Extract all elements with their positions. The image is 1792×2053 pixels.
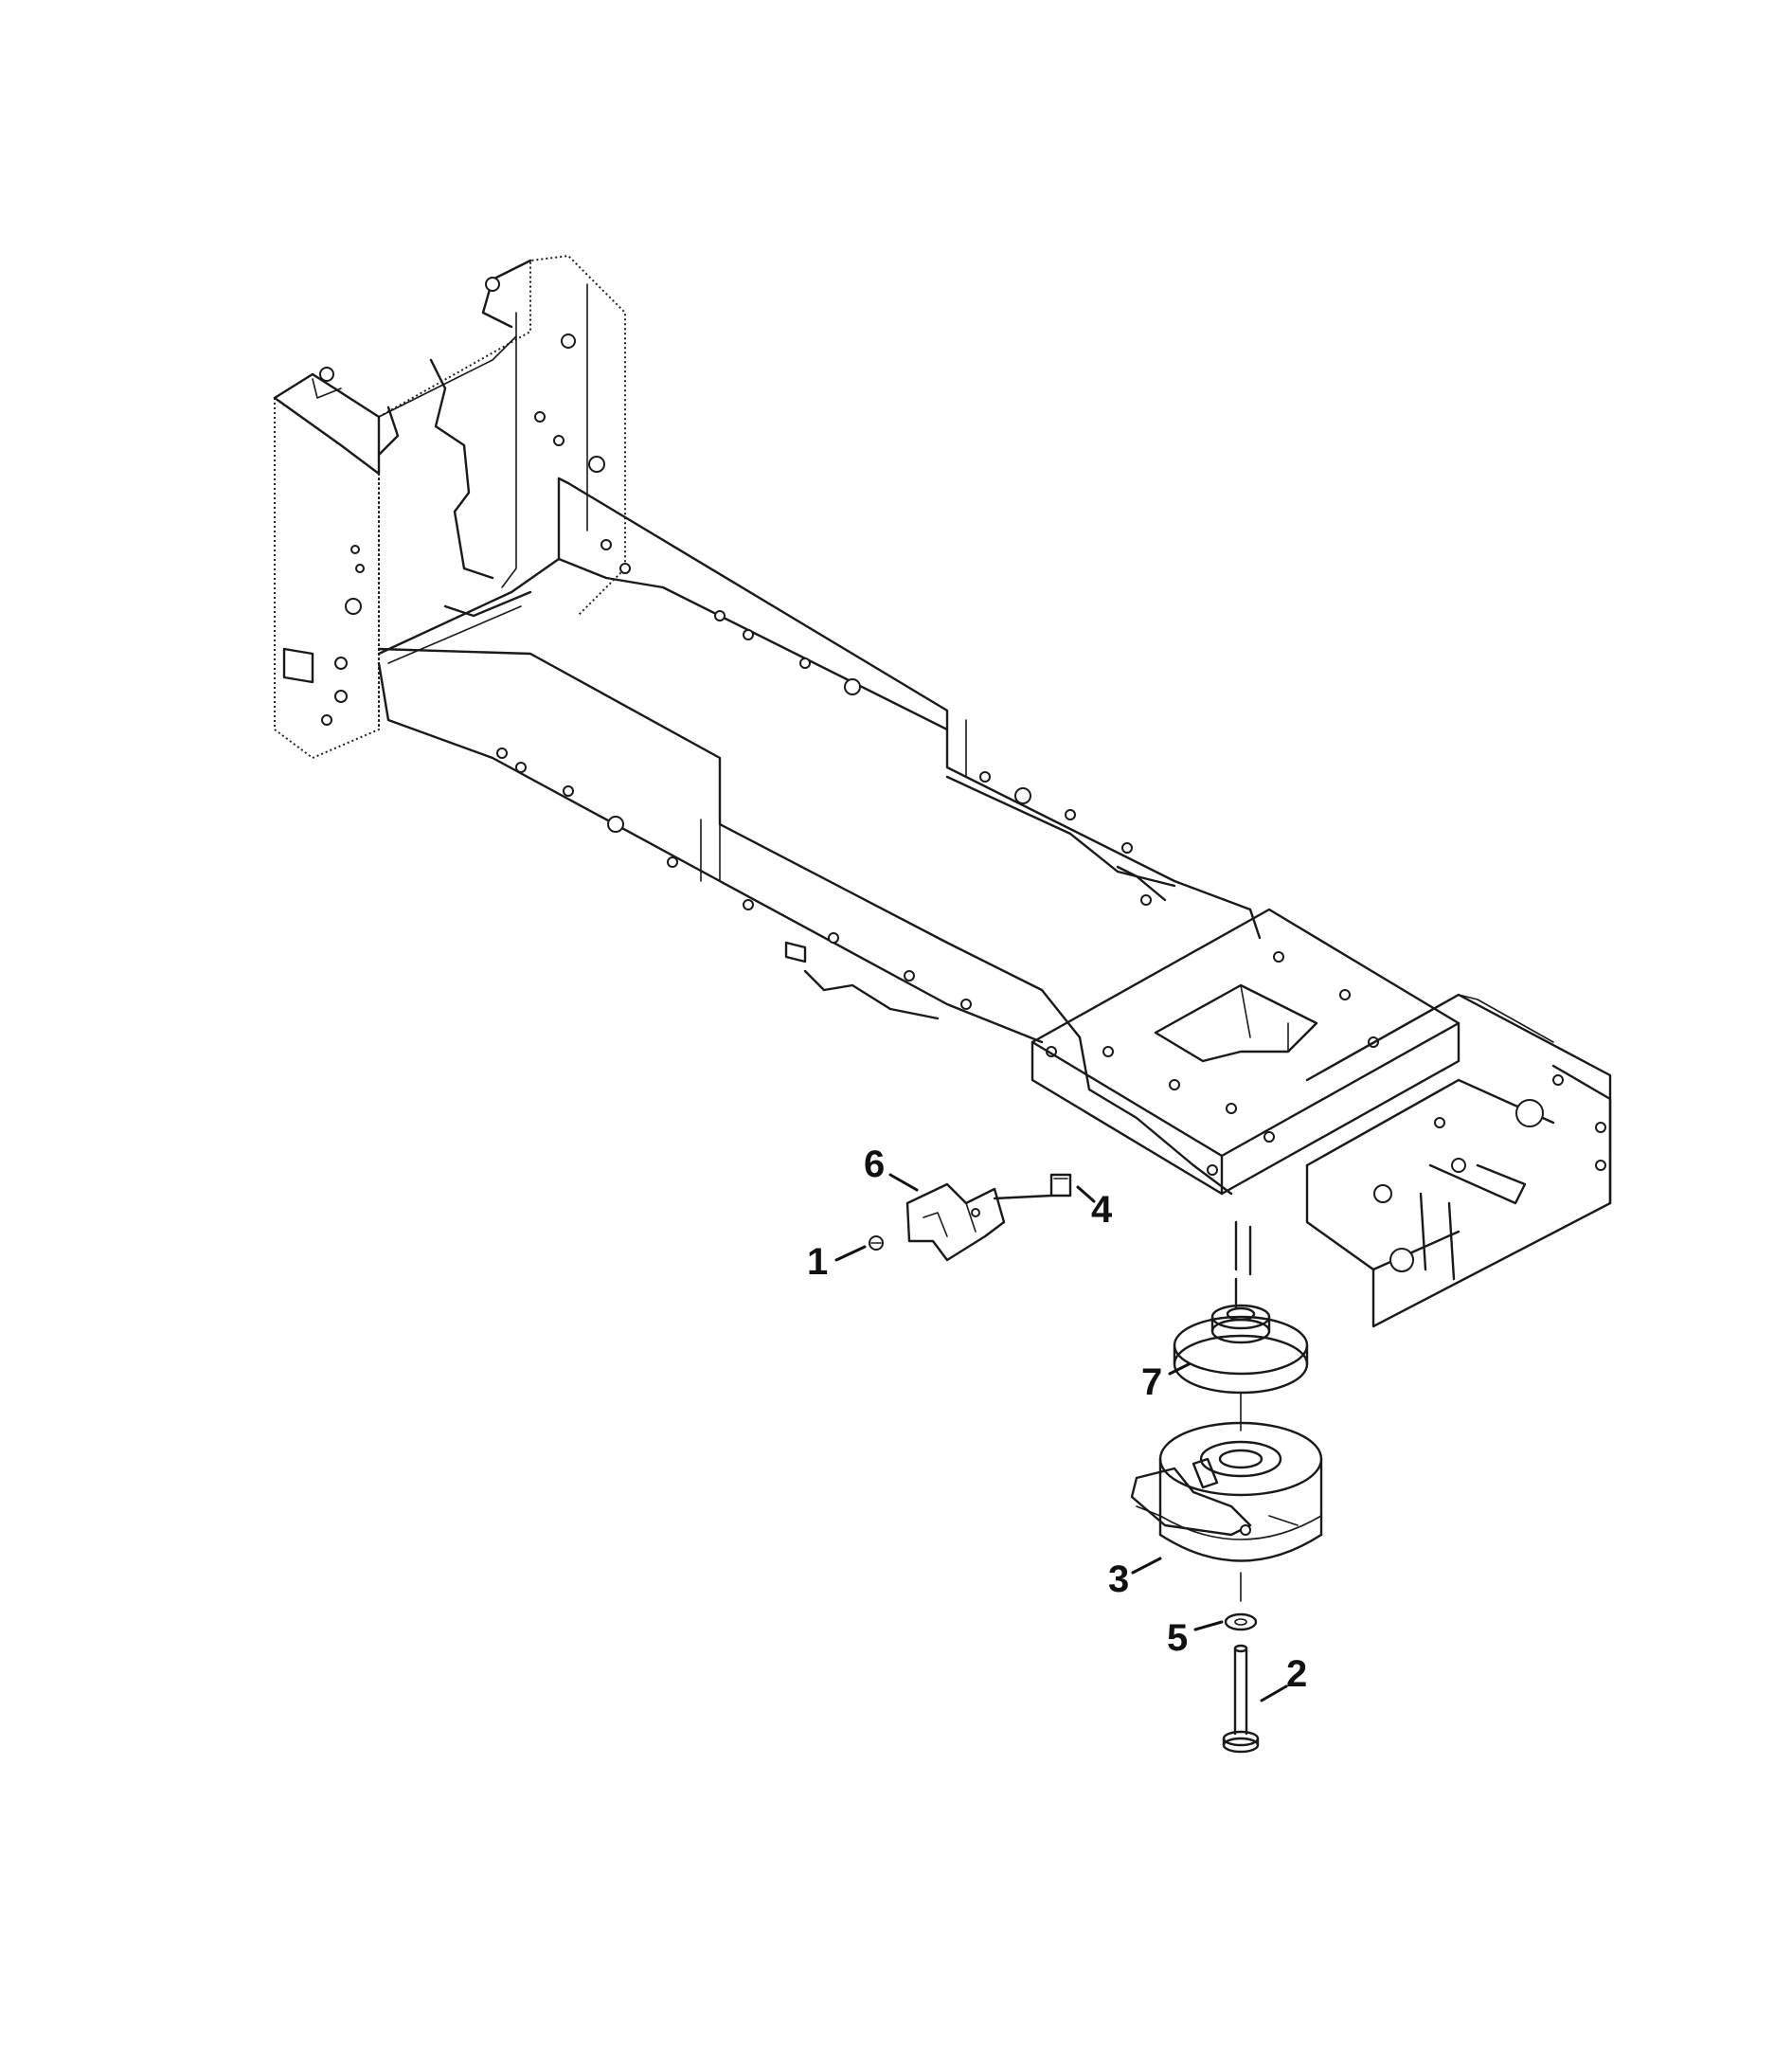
rear-frame-upright — [273, 254, 626, 760]
callout-1: 1 — [807, 1241, 828, 1283]
screw-part-1 — [869, 1235, 884, 1251]
callout-5: 5 — [1167, 1617, 1188, 1659]
frame-front-plate — [1030, 908, 1460, 1196]
frame-rear-crossmember — [377, 557, 561, 664]
callout-7: 7 — [1141, 1361, 1162, 1403]
pulley-part-7 — [1173, 1277, 1309, 1432]
frame-spindle-stub — [1234, 1220, 1252, 1276]
clutch-part-3 — [1130, 1421, 1323, 1602]
frame-front-box — [1305, 993, 1612, 1328]
callout-3: 3 — [1108, 1558, 1129, 1600]
callout-labels: 1 2 3 4 5 6 7 — [807, 1144, 1307, 1695]
callout-2: 2 — [1286, 1653, 1307, 1695]
callout-leaders — [834, 1173, 1288, 1702]
frame-side-rail-right — [557, 477, 1262, 940]
frame-side-rail-left — [377, 647, 1233, 1196]
tractor-frame — [273, 254, 1612, 1328]
washer-part-5 — [1224, 1612, 1258, 1631]
connector-part-4 — [993, 1173, 1072, 1200]
callout-4: 4 — [1091, 1189, 1113, 1231]
bolt-part-2 — [1222, 1644, 1260, 1754]
bracket-part-6 — [905, 1182, 1006, 1262]
callout-6: 6 — [864, 1144, 885, 1185]
